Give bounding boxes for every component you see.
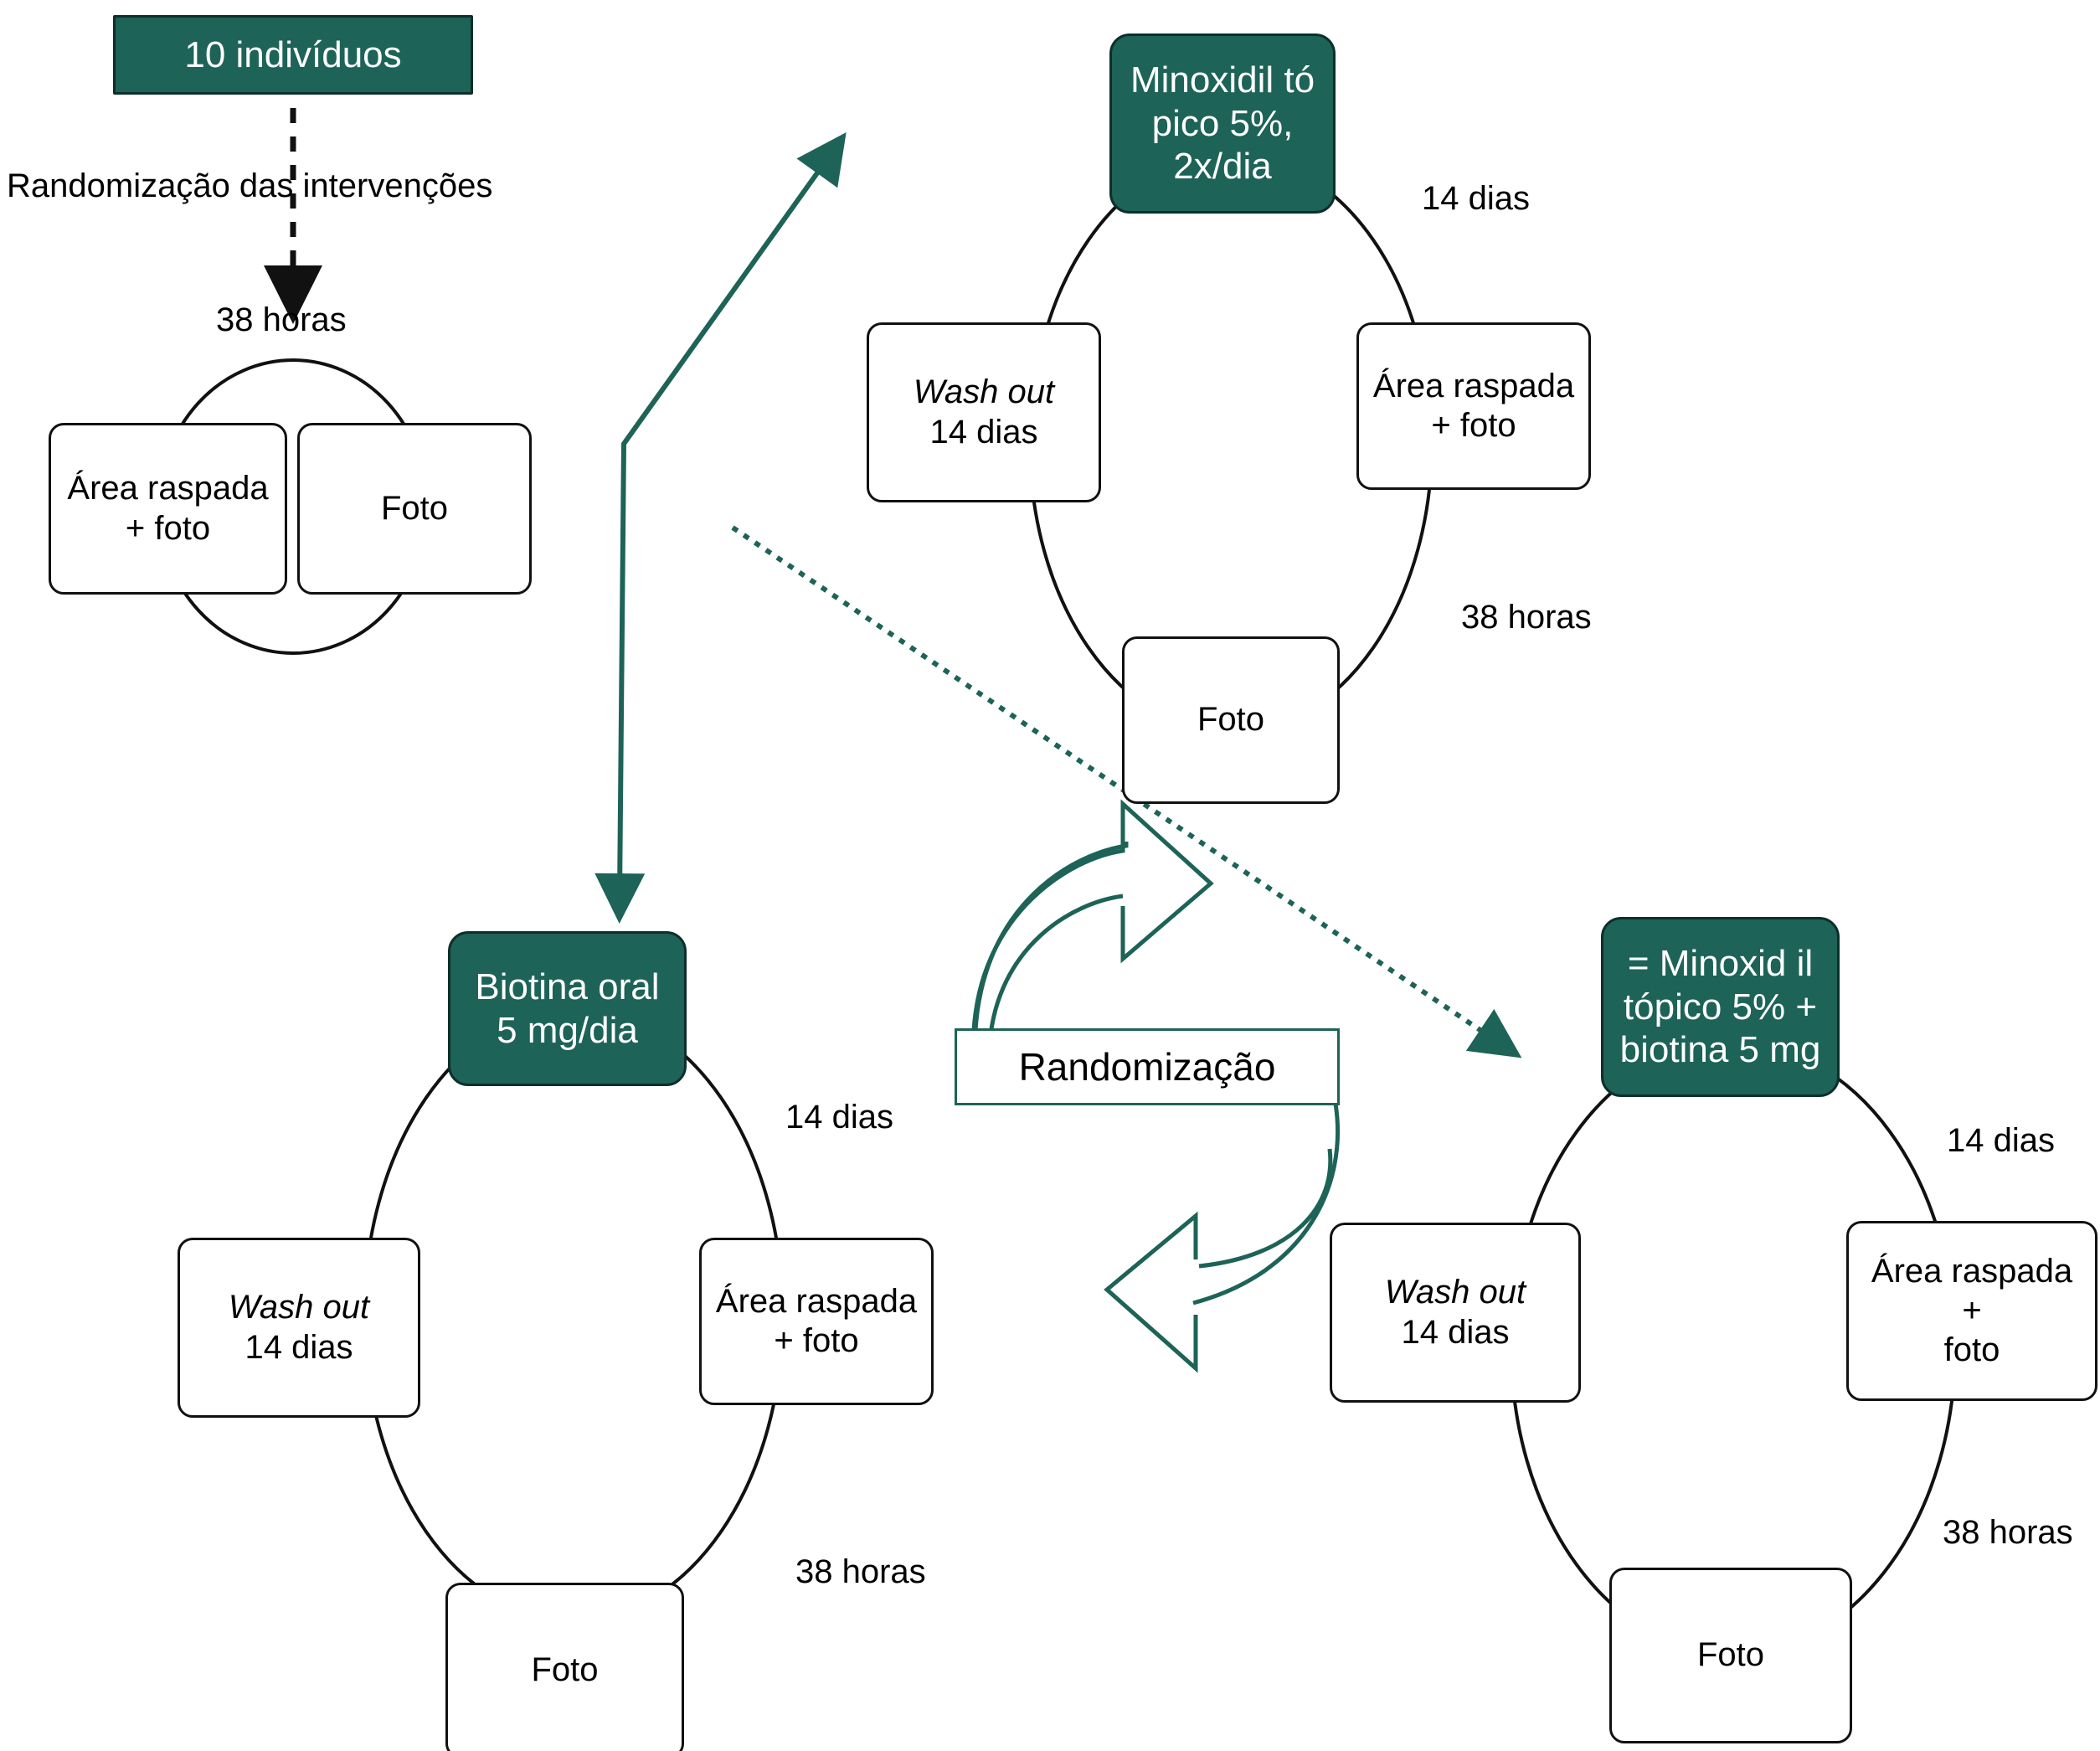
treatment-combo-line3: biotina 5 mg	[1619, 1029, 1821, 1071]
baseline-right-box-line1: Foto	[380, 489, 449, 527]
cycle-biotina-washout-box: Wash out 14 dias	[178, 1238, 420, 1418]
cycle-combo-washout-line1: Wash out	[1384, 1274, 1526, 1311]
cycle-combo-right-box: Área raspada + foto	[1846, 1221, 2097, 1401]
cycle-minoxidil-washout-line1: Wash out	[913, 373, 1055, 411]
cycle-minoxidil-photo-label: Foto	[1197, 701, 1265, 739]
cycle-minoxidil-right-box: Área raspada + foto	[1356, 322, 1591, 490]
cycle-combo-photo-box: Foto	[1609, 1568, 1852, 1743]
cycle-combo-right-box-line2: foto	[1943, 1331, 2000, 1369]
study-population-box: 10 indivíduos	[113, 15, 473, 95]
randomization-center-label: Randomização	[1018, 1045, 1276, 1089]
cycle-minoxidil-washout-line2: 14 dias	[929, 413, 1038, 451]
cycle-combo-photo-label: Foto	[1696, 1636, 1765, 1674]
cycle-minoxidil-washout-box: Wash out 14 dias	[867, 322, 1101, 502]
green-dotted-diagonal-arrow	[731, 525, 1522, 1058]
cycle-combo-washout-line2: 14 dias	[1401, 1313, 1510, 1351]
study-population-label: 10 indivíduos	[184, 33, 402, 75]
cycle-biotina-right-box-line2: + foto	[774, 1322, 859, 1359]
treatment-minoxidil-topico-box: Minoxidil tó pico 5%, 2x/dia	[1109, 33, 1336, 214]
treatment-biotina-line1: Biotina oral	[475, 966, 660, 1007]
treatment-minoxidil-topico-line1: Minoxidil tó	[1130, 59, 1315, 100]
baseline-left-box: Área raspada + foto	[49, 423, 287, 595]
treatment-biotina-box: Biotina oral 5 mg/dia	[448, 931, 687, 1086]
baseline-left-box-line1: Área raspada	[67, 470, 269, 507]
cycle-biotina-photo-box: Foto	[445, 1583, 684, 1751]
cycle-combo-right-box-line1: Área raspada +	[1871, 1252, 2073, 1329]
treatment-minoxidil-topico-line3: 2x/dia	[1173, 146, 1272, 188]
cycle-minoxidil-duration-label: 14 dias	[1422, 180, 1530, 217]
cycle-biotina-photo-label: Foto	[531, 1651, 599, 1689]
cycle-minoxidil-photo-box: Foto	[1122, 636, 1340, 804]
cycle-combo-hours-label: 38 horas	[1943, 1514, 2073, 1551]
cycle-biotina-hours-label: 38 horas	[795, 1553, 926, 1590]
treatment-combo-line2: tópico 5% +	[1623, 986, 1818, 1027]
cycle-minoxidil-right-box-line1: Área raspada	[1372, 367, 1575, 404]
treatment-minoxidil-topico-line2: pico 5%,	[1151, 102, 1294, 144]
cycle-biotina-right-box-line1: Área raspada	[715, 1282, 918, 1320]
cycle-combo-duration-label: 14 dias	[1947, 1122, 2055, 1159]
cycle-minoxidil-hours-label: 38 horas	[1461, 599, 1592, 636]
cycle-biotina-washout-line1: Wash out	[228, 1289, 370, 1326]
treatment-biotina-line2: 5 mg/dia	[497, 1009, 638, 1051]
randomization-note: Randomização das intervenções	[7, 167, 493, 204]
green-branch-arrow	[594, 132, 847, 924]
baseline-right-box: Foto	[297, 423, 532, 595]
cycle-combo-washout-box: Wash out 14 dias	[1330, 1223, 1581, 1403]
randomization-center-box: Randomização	[955, 1028, 1340, 1105]
cycle-biotina-right-box: Área raspada + foto	[699, 1238, 934, 1405]
cycle-biotina-duration-label: 14 dias	[785, 1099, 893, 1136]
baseline-left-box-line2: + foto	[125, 509, 211, 547]
baseline-top-duration-label: 38 horas	[216, 301, 347, 338]
treatment-combo-line1: = Minoxid il	[1627, 942, 1814, 984]
cycle-biotina-washout-line2: 14 dias	[244, 1328, 353, 1366]
treatment-combo-box: = Minoxid il tópico 5% + biotina 5 mg	[1601, 917, 1840, 1097]
cycle-minoxidil-right-box-line2: + foto	[1431, 407, 1516, 444]
